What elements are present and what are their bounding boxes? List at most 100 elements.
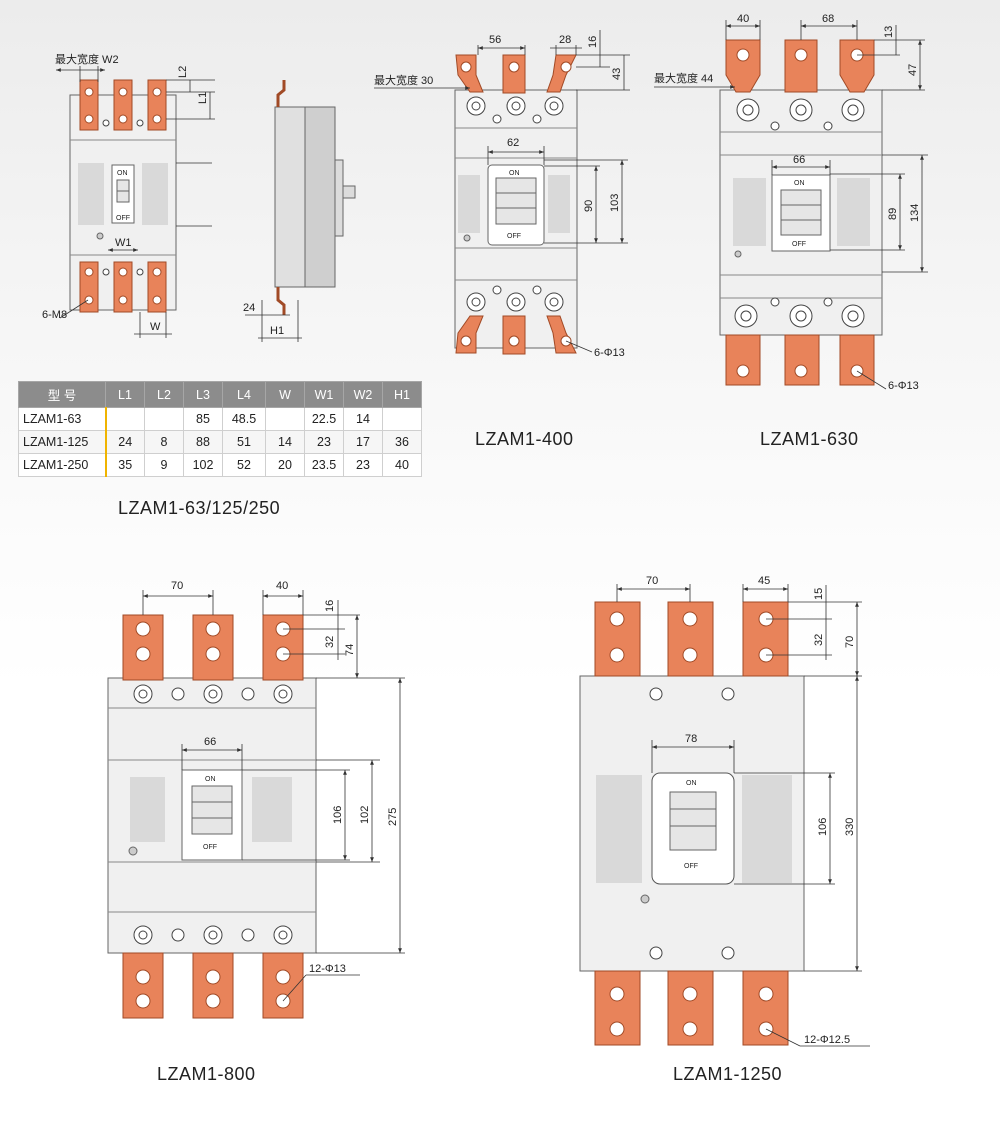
svg-text:最大宽度 30: 最大宽度 30 xyxy=(374,73,433,87)
svg-text:OFF: OFF xyxy=(684,863,698,870)
caption-400: LZAM1-400 xyxy=(475,429,574,449)
svg-text:62: 62 xyxy=(507,137,519,149)
table-cell: 17 xyxy=(343,430,383,454)
svg-text:43: 43 xyxy=(611,68,623,80)
table-cell: 35 xyxy=(105,453,145,477)
svg-text:32: 32 xyxy=(813,634,825,646)
table-row: LZAM1-63 85 48.5 22.5 14 xyxy=(18,407,422,431)
table-cell: 14 xyxy=(343,407,383,431)
table-cell: LZAM1-250 xyxy=(18,453,107,477)
table-header: H1 xyxy=(382,381,422,408)
svg-text:74: 74 xyxy=(344,644,356,656)
svg-text:330: 330 xyxy=(844,818,856,836)
svg-text:275: 275 xyxy=(387,808,399,826)
m400-drawing: ON OFF 56 28 16 43 最大 xyxy=(374,30,630,359)
small-side-view: 24 H1 xyxy=(243,80,356,342)
small-front-view: ON OFF 最大宽度 W2 L2 L1 W1 xyxy=(42,52,215,338)
svg-text:L2: L2 xyxy=(177,66,189,78)
svg-text:15: 15 xyxy=(813,588,825,600)
svg-text:H1: H1 xyxy=(270,325,284,337)
table-cell: LZAM1-125 xyxy=(18,430,107,454)
table-cell: 40 xyxy=(382,453,422,477)
svg-text:66: 66 xyxy=(204,736,216,748)
svg-text:OFF: OFF xyxy=(792,241,806,248)
svg-text:ON: ON xyxy=(205,776,216,783)
table-row: LZAM1-125 24 8 88 51 14 23 17 36 xyxy=(18,430,422,454)
svg-text:ON: ON xyxy=(117,170,128,177)
svg-text:90: 90 xyxy=(583,200,595,212)
table-header: L2 xyxy=(144,381,184,408)
svg-text:6-Φ13: 6-Φ13 xyxy=(594,347,625,359)
table-cell xyxy=(144,407,184,431)
svg-text:40: 40 xyxy=(737,13,749,25)
svg-text:最大宽度 W2: 最大宽度 W2 xyxy=(55,52,119,66)
table-cell: 9 xyxy=(144,453,184,477)
svg-text:78: 78 xyxy=(685,733,697,745)
svg-text:102: 102 xyxy=(359,806,371,824)
svg-text:28: 28 xyxy=(559,34,571,46)
table-cell: 8 xyxy=(144,430,184,454)
svg-text:24: 24 xyxy=(243,302,255,314)
svg-text:106: 106 xyxy=(817,818,829,836)
table-header: 型 号 xyxy=(18,381,106,408)
svg-text:56: 56 xyxy=(489,34,501,46)
table-cell: 102 xyxy=(183,453,223,477)
m800-drawing: ON OFF 70 40 xyxy=(107,580,405,1019)
table-header: W xyxy=(265,381,305,408)
table-cell: 85 xyxy=(183,407,223,431)
table-cell: 51 xyxy=(222,430,266,454)
svg-text:106: 106 xyxy=(332,806,344,824)
svg-text:70: 70 xyxy=(171,580,183,592)
svg-text:6-M8: 6-M8 xyxy=(42,309,67,321)
table-cell: 14 xyxy=(265,430,305,454)
svg-text:70: 70 xyxy=(646,575,658,587)
svg-text:40: 40 xyxy=(276,580,288,592)
table-header-row: 型 号 L1 L2 L3 L4 W W1 W2 H1 xyxy=(18,381,422,408)
table-row: LZAM1-250 35 9 102 52 20 23.5 23 40 xyxy=(18,453,422,477)
caption-1250: LZAM1-1250 xyxy=(673,1064,782,1084)
table-cell: 23 xyxy=(343,453,383,477)
svg-text:68: 68 xyxy=(822,13,834,25)
caption-small: LZAM1-63/125/250 xyxy=(118,498,280,518)
table-cell xyxy=(382,407,422,431)
svg-text:103: 103 xyxy=(609,194,621,212)
svg-text:6-Φ13: 6-Φ13 xyxy=(888,380,919,392)
svg-text:12-Φ13: 12-Φ13 xyxy=(309,963,346,975)
table-cell: 88 xyxy=(183,430,223,454)
svg-text:32: 32 xyxy=(324,636,336,648)
svg-text:134: 134 xyxy=(909,204,921,222)
table-cell xyxy=(105,407,145,431)
svg-text:ON: ON xyxy=(686,780,697,787)
table-cell: 23.5 xyxy=(304,453,344,477)
spec-table: 型 号 L1 L2 L3 L4 W W1 W2 H1 LZAM1-63 85 4… xyxy=(18,381,422,477)
svg-text:ON: ON xyxy=(509,170,520,177)
svg-text:16: 16 xyxy=(587,36,599,48)
svg-text:L1: L1 xyxy=(197,92,209,104)
svg-text:89: 89 xyxy=(887,208,899,220)
svg-text:13: 13 xyxy=(883,26,895,38)
svg-text:12-Φ12.5: 12-Φ12.5 xyxy=(804,1034,850,1046)
svg-text:W1: W1 xyxy=(115,237,132,249)
table-cell: 48.5 xyxy=(222,407,266,431)
table-header: W1 xyxy=(304,381,344,408)
svg-text:47: 47 xyxy=(907,64,919,76)
table-cell: LZAM1-63 xyxy=(18,407,107,431)
table-header: L1 xyxy=(105,381,145,408)
table-cell: 20 xyxy=(265,453,305,477)
m1250-drawing: ON OFF 70 45 15 32 xyxy=(579,575,870,1047)
table-cell: 36 xyxy=(382,430,422,454)
table-cell: 23 xyxy=(304,430,344,454)
svg-text:最大宽度 44: 最大宽度 44 xyxy=(654,71,713,85)
m630-drawing: ON OFF 40 68 13 47 最大 xyxy=(654,13,928,392)
table-cell: 24 xyxy=(105,430,145,454)
svg-text:45: 45 xyxy=(758,575,770,587)
svg-text:OFF: OFF xyxy=(116,215,130,222)
svg-text:W: W xyxy=(150,321,161,333)
table-header: L3 xyxy=(183,381,223,408)
svg-text:16: 16 xyxy=(324,600,336,612)
caption-800: LZAM1-800 xyxy=(157,1064,256,1084)
svg-text:OFF: OFF xyxy=(203,844,217,851)
caption-630: LZAM1-630 xyxy=(760,429,859,449)
svg-text:66: 66 xyxy=(793,154,805,166)
